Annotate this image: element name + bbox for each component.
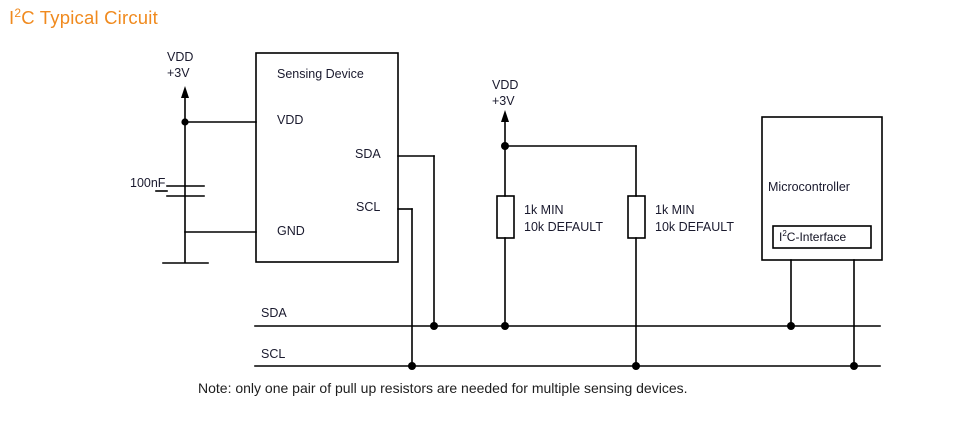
resistor-sda-body: [496, 195, 515, 239]
page-title-prefix: I: [9, 7, 15, 28]
resistor-scl-body: [627, 195, 646, 239]
resistor-sda-label-min: 1k MIN: [524, 203, 564, 217]
page-title-suffix: C Typical Circuit: [21, 7, 158, 28]
resistor-scl-label-default: 10k DEFAULT: [655, 220, 734, 234]
right-supply-label-vdd: VDD: [492, 78, 519, 92]
resistor-scl-label-min: 1k MIN: [655, 203, 695, 217]
sensing-device-pin-gnd: GND: [277, 224, 305, 238]
junction-dot-sda-mcu: [787, 322, 795, 330]
junction-dot-right-vdd: [501, 142, 509, 150]
left-vdd-arrowhead: [181, 86, 189, 98]
capacitor-label: 100nF: [130, 176, 166, 190]
sensing-device-pin-scl: SCL: [356, 200, 381, 214]
bus-label-sda: SDA: [261, 306, 287, 320]
i2c-interface-prefix: I: [779, 230, 783, 244]
resistor-sda-label-default: 10k DEFAULT: [524, 220, 603, 234]
left-supply-label-voltage: +3V: [167, 66, 190, 80]
bus-label-scl: SCL: [261, 347, 286, 361]
sensing-device-pin-sda: SDA: [355, 147, 381, 161]
page-title-superscript: 2: [14, 5, 22, 20]
sensing-device-box: [255, 52, 399, 263]
microcontroller-title: Microcontroller: [768, 180, 850, 194]
i2c-interface-label: I2C-Interface: [779, 229, 847, 245]
left-supply-label-vdd: VDD: [167, 50, 194, 64]
sensing-device-pin-vdd: VDD: [277, 113, 304, 127]
junction-dot-scl-resistor: [632, 362, 640, 370]
i2c-interface-superscript: 2: [782, 229, 787, 238]
right-supply-label-voltage: +3V: [492, 94, 515, 108]
junction-dot-sda-resistor: [501, 322, 509, 330]
page-title: I2C Typical Circuit: [9, 7, 158, 29]
i2c-interface-suffix: C-Interface: [786, 230, 847, 244]
i2c-interface-box: [772, 225, 872, 249]
diagram-note: Note: only one pair of pull up resistors…: [198, 380, 688, 396]
right-vdd-arrowhead: [501, 110, 509, 122]
junction-dot-sda-device: [430, 322, 438, 330]
sensing-device-title: Sensing Device: [277, 67, 364, 81]
junction-dot-scl-device: [408, 362, 416, 370]
junction-dot-left-vdd: [181, 118, 189, 126]
microcontroller-box: [761, 116, 883, 261]
junction-dot-scl-mcu: [850, 362, 858, 370]
